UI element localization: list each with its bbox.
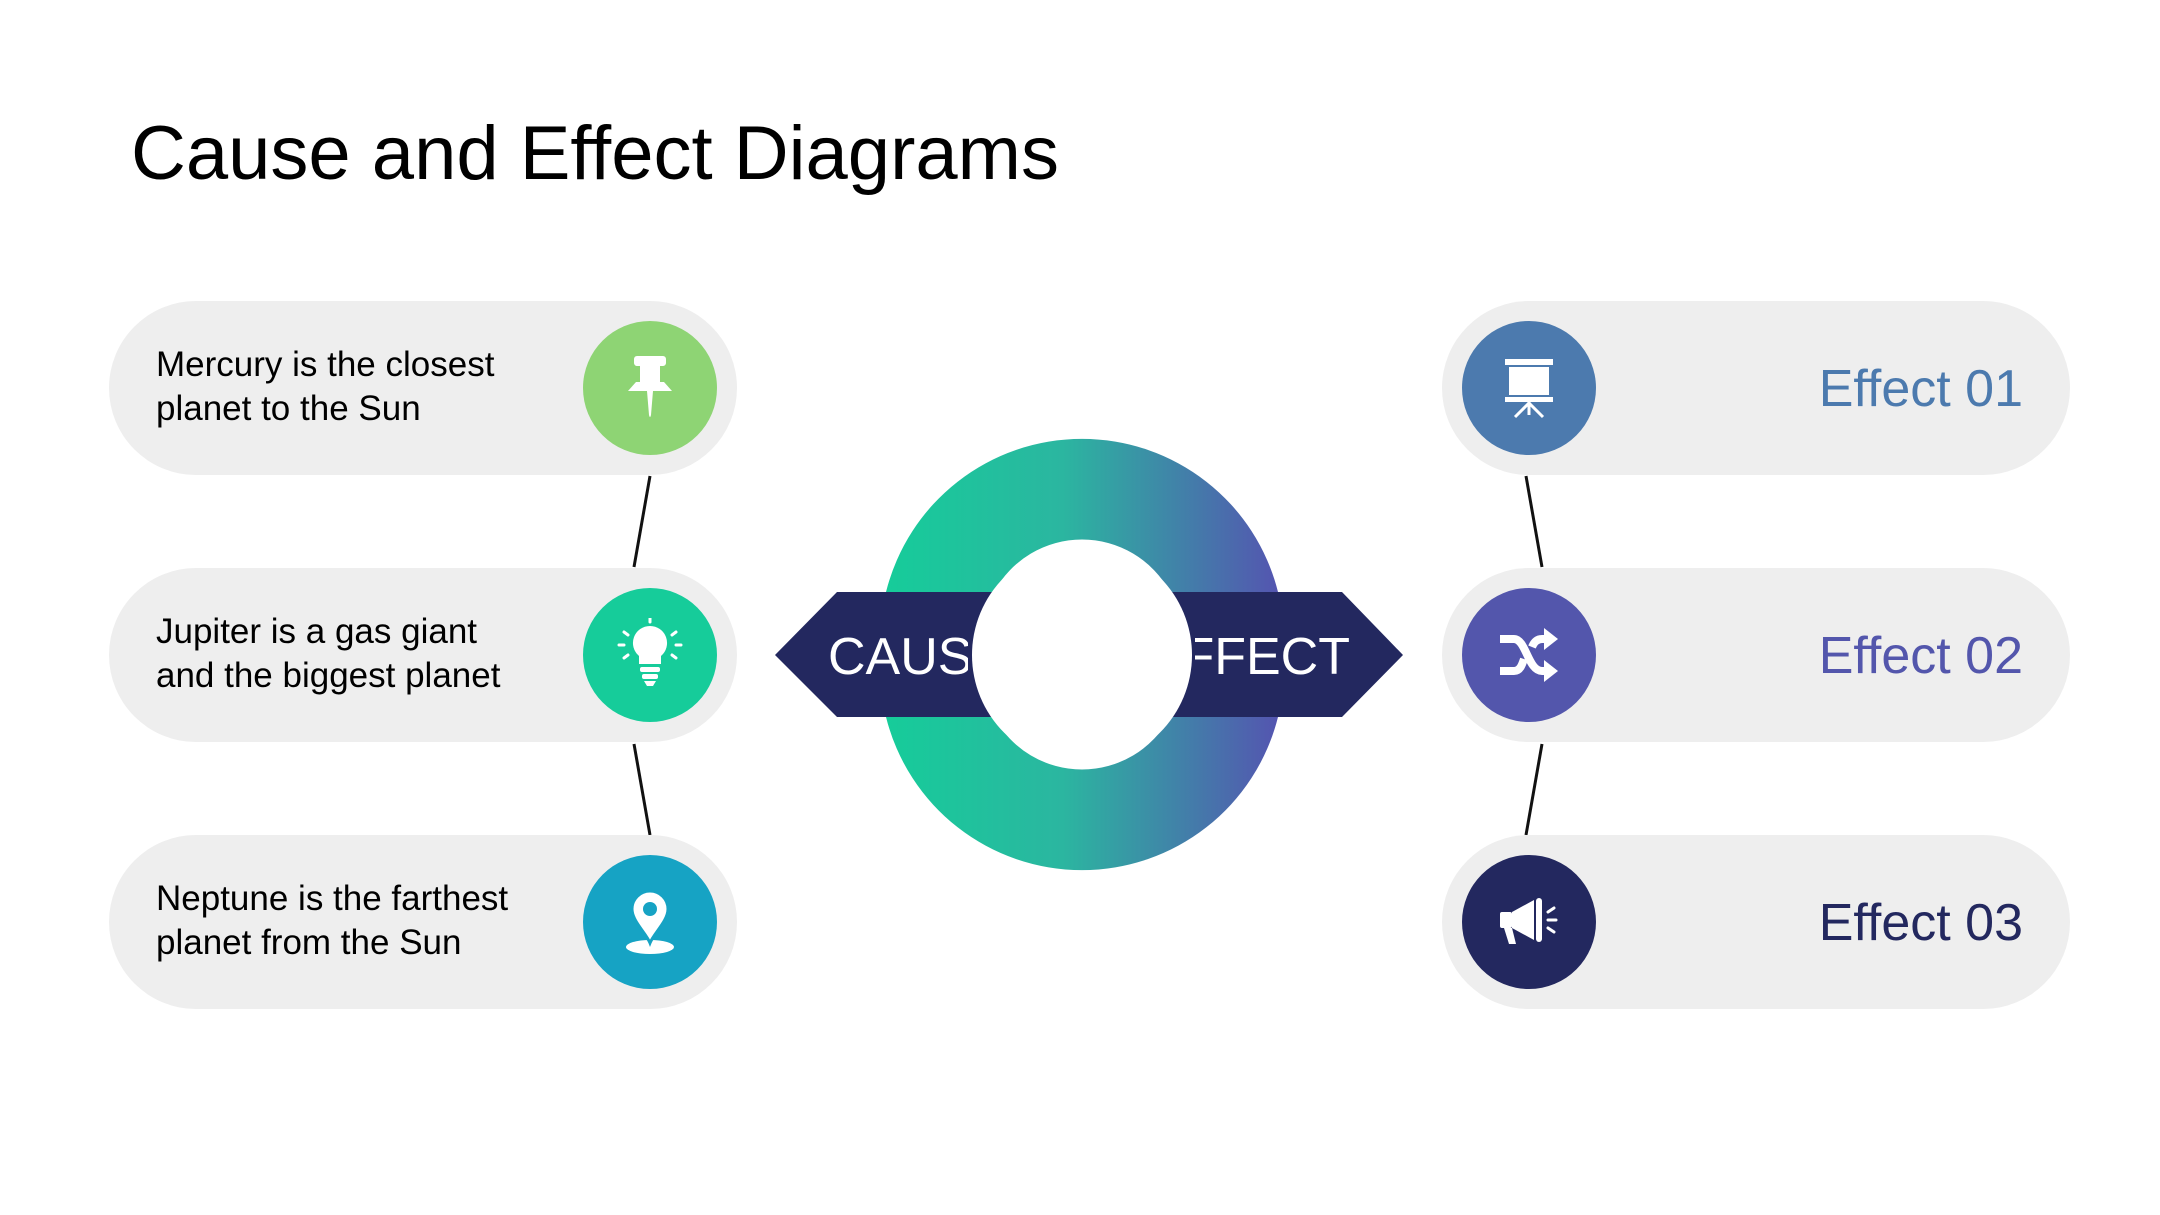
cause-label: CAUSE — [828, 628, 968, 686]
effect-label: Effect 03 — [1818, 894, 2023, 952]
cause-text: Mercury is the closest planet to the Sun — [156, 343, 576, 431]
ring-center-hole — [972, 545, 1192, 765]
connector-line — [1524, 475, 1544, 568]
cause-item: Mercury is the closest planet to the Sun — [109, 301, 737, 475]
cause-item: Neptune is the farthest planet from the … — [109, 835, 737, 1009]
effect-label: Effect 02 — [1818, 627, 2023, 685]
cause-text: Jupiter is a gas giant and the biggest p… — [156, 610, 576, 698]
cause-text: Neptune is the farthest planet from the … — [156, 877, 576, 965]
cause-item: Jupiter is a gas giant and the biggest p… — [109, 568, 737, 742]
cause-text-line: and the biggest planet — [156, 656, 501, 695]
cause-text-line: Neptune is the farthest — [156, 879, 509, 918]
connector-line — [632, 475, 652, 568]
ring-arc-bottom — [886, 717, 1278, 871]
effect-label: Effect 01 — [1818, 360, 2023, 418]
effect-arrow — [1170, 592, 1403, 717]
cause-text-line: Mercury is the closest — [156, 345, 495, 384]
megaphone-icon — [1462, 855, 1596, 989]
cause-text-line: planet to the Sun — [156, 389, 421, 428]
ring-arc-top — [886, 438, 1278, 592]
effect-item: Effect 02 — [1442, 568, 2070, 742]
connector-line — [632, 743, 652, 836]
cause-label-clip: CAUSE — [828, 627, 968, 687]
effect-center-label: EFFECT — [1195, 628, 1350, 686]
shuffle-icon — [1462, 588, 1596, 722]
location-pin-icon — [583, 855, 717, 989]
effect-label-clip: EFFECT — [1195, 627, 1350, 687]
presentation-board-icon — [1462, 321, 1596, 455]
connector-line — [1524, 743, 1544, 836]
effect-item: Effect 01 — [1442, 301, 2070, 475]
lightbulb-icon — [583, 588, 717, 722]
cause-text-line: planet from the Sun — [156, 923, 462, 962]
effect-item: Effect 03 — [1442, 835, 2070, 1009]
pushpin-icon — [583, 321, 717, 455]
cause-arrow — [775, 592, 994, 717]
cause-text-line: Jupiter is a gas giant — [156, 612, 478, 651]
page-title: Cause and Effect Diagrams — [131, 111, 1059, 196]
